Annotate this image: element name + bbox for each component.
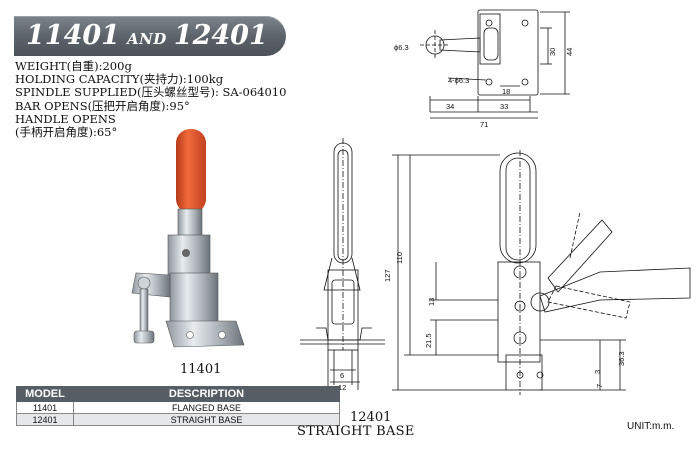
dim-holes-small: 4-ϕ6.3: [448, 76, 469, 85]
red-grip: [176, 129, 206, 213]
spec-list: WEIGHT(自重):200g HOLDING CAPACITY(夹持力):10…: [15, 59, 315, 139]
table-cell-model: 12401: [16, 413, 74, 426]
dim-34: 34: [446, 102, 454, 111]
title-connector: AND: [126, 30, 167, 48]
drawing-model-label: 12401: [350, 410, 392, 425]
dim-21-5: 21.5: [424, 333, 433, 348]
dim-36-3: 36.3: [617, 351, 626, 366]
dim-44: 44: [565, 48, 574, 56]
dim-71: 71: [480, 120, 488, 129]
table-row: 11401 FLANGED BASE: [16, 401, 340, 414]
table-row: 12401 STRAIGHT BASE: [16, 413, 340, 426]
spec-handle-opens-cn: (手柄开启角度):65°: [15, 124, 118, 139]
table-cell-model: 11401: [16, 401, 74, 414]
dim-12: 12: [338, 383, 346, 392]
dim-7: 7: [595, 384, 604, 388]
dim-33: 33: [500, 102, 508, 111]
spec-handle-opens: HANDLE OPENS: [15, 111, 116, 126]
table-header-description: DESCRIPTION: [73, 386, 340, 402]
top-view: [420, 9, 570, 119]
title-banner: 11401 AND 12401: [14, 16, 286, 56]
table-header-model: MODEL: [16, 386, 74, 402]
dim-18: 18: [502, 87, 510, 96]
dim-127: 127: [383, 269, 392, 282]
dim-6: 6: [340, 371, 344, 380]
table-header-row: MODEL DESCRIPTION: [16, 386, 340, 402]
table-cell-description: FLANGED BASE: [73, 401, 340, 414]
drawing-type-label: STRAIGHT BASE: [297, 424, 415, 439]
dim-30: 30: [548, 48, 557, 56]
page-title: 11401 AND 12401: [26, 18, 268, 57]
model-table: MODEL DESCRIPTION 11401 FLANGED BASE 124…: [16, 386, 340, 426]
dim-13: 13: [427, 298, 436, 306]
dim-3: 3: [593, 370, 602, 374]
side-view: [392, 150, 691, 395]
spec-bar-opens: BAR OPENS(压把开启角度):95°: [15, 98, 190, 113]
unit-label: UNIT:m.m.: [627, 421, 675, 432]
table-cell-description: STRAIGHT BASE: [73, 413, 340, 426]
clamp-body: [169, 272, 219, 324]
clamp-photo: [131, 129, 245, 348]
spec-weight: WEIGHT(自重):200g: [15, 59, 132, 73]
title-model-a: 11401: [26, 20, 120, 51]
flanged-base: [165, 320, 245, 348]
title-model-b: 12401: [173, 20, 268, 51]
dim-hole-large: ϕ6.3: [394, 43, 409, 52]
photo-caption: 11401: [180, 362, 222, 377]
spec-spindle: SPINDLE SUPPLIED(压头螺丝型号): SA-064010: [15, 85, 287, 100]
dim-110: 110: [395, 252, 404, 264]
spec-holding-capacity: HOLDING CAPACITY(夹持力):100kg: [15, 72, 224, 87]
front-view: [300, 138, 385, 390]
